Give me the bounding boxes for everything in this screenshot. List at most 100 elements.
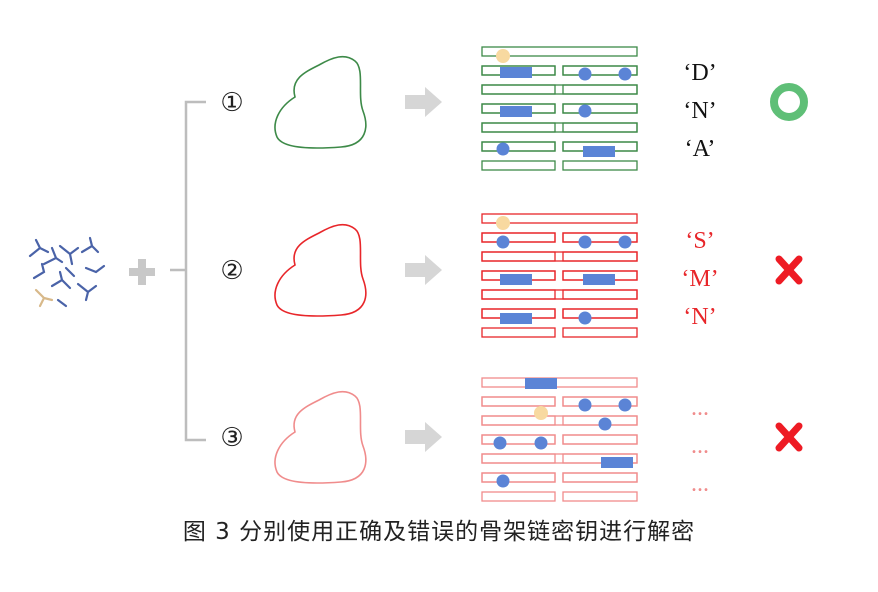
decoded-letter: ‘S’ [685,228,714,254]
stripe-right [562,472,638,483]
stripe-full [481,84,638,95]
base-dot [598,417,612,431]
stripe-full [481,415,638,426]
arrow-right-icon [405,422,442,452]
decoded-letter: ... [691,471,709,497]
stripe-left [481,251,556,262]
base-dot [618,398,632,412]
stripe-left [481,472,556,483]
base-dot [496,142,510,156]
stripe-left [481,232,556,243]
plus-icon [129,259,155,285]
arrow-right-icon [405,87,442,117]
decoded-letter: ... [691,433,709,459]
stripe-right [562,453,638,464]
cross-stroke [775,255,803,285]
base-bar [500,313,532,324]
stripe-right [562,491,638,502]
strand-fragments-icon [28,236,106,308]
stripe-full [481,122,638,133]
row-3: ③......... [220,377,803,502]
stripe-full [481,213,638,224]
stripe-right [562,308,638,319]
decoded-letter: ‘N’ [683,304,716,330]
stripe-full [481,377,638,388]
base-bar [500,67,532,78]
stripe-left [481,396,556,407]
stripe-right [562,434,638,445]
stripe-right [562,434,638,445]
stripe-left [481,141,556,152]
stripe-left [481,491,556,502]
base-bar [601,457,633,468]
base-dot [578,67,592,81]
stripe-left [481,84,556,95]
row-marker: ① [220,88,243,118]
base-dot [493,436,507,450]
decoded-letter: ‘N’ [683,98,716,124]
stripe-left [481,141,556,152]
stripe-full [481,46,638,57]
stripe-right [562,65,638,76]
stripe-right [562,122,638,133]
stripe-left [481,327,556,338]
row-marker: ② [220,256,243,286]
base-bar [500,106,532,117]
row-2: ② ‘S’ ‘M’ ‘N’ [220,213,803,338]
row-marker: ③ [220,423,243,453]
start-dot [496,49,510,63]
start-dot [496,216,510,230]
stripe-right [562,103,638,114]
stripe-right [562,251,638,262]
stripe-left [481,289,556,300]
key-shape [274,390,367,484]
decoded-letter: ... [691,395,709,421]
base-dot [578,311,592,325]
stripe-right [562,396,638,407]
stripe-left [481,434,556,445]
stripe-right [562,103,638,114]
base-dot [496,235,510,249]
stripe-right [562,327,638,338]
base-bar [500,274,532,285]
stripe-grid [481,377,638,502]
base-dot [578,235,592,249]
decoded-letter: ‘A’ [685,136,716,162]
base-dot [618,235,632,249]
fail-cross-icon [775,422,803,452]
stripe-right [562,84,638,95]
stripe-right [562,289,638,300]
stripe-right [562,472,638,483]
branch-bracket [170,100,206,442]
decoded-letter: ‘D’ [683,60,716,86]
decryption-rows: ① ‘D’ ‘N’ ‘A’ ② ‘S’ ‘M’ ‘N’ ③......... [220,46,808,502]
stripe-left [481,160,556,171]
fail-cross-icon [775,255,803,285]
row-1: ① ‘D’ ‘N’ ‘A’ [220,46,808,171]
success-circle-icon [770,83,808,121]
base-dot [534,436,548,450]
stripe-left [481,396,556,407]
base-bar [525,378,557,389]
start-dot [534,406,548,420]
arrow-right-icon [405,255,442,285]
base-bar [583,274,615,285]
base-dot [618,67,632,81]
stripe-right [562,160,638,171]
cross-stroke [775,422,803,452]
stripe-full [481,289,638,300]
stripe-full [481,251,638,262]
base-dot [578,104,592,118]
base-dot [578,398,592,412]
stripe-left [481,232,556,243]
stripe-left [481,122,556,133]
stripe-left [481,472,556,483]
base-dot [496,474,510,488]
key-shape [274,55,367,149]
key-shape [274,223,367,317]
figure-caption: 图 3 分别使用正确及错误的骨架链密钥进行解密 [182,519,696,545]
stripe-right [562,232,638,243]
stripe-right [562,308,638,319]
decoded-letter: ‘M’ [681,266,718,292]
